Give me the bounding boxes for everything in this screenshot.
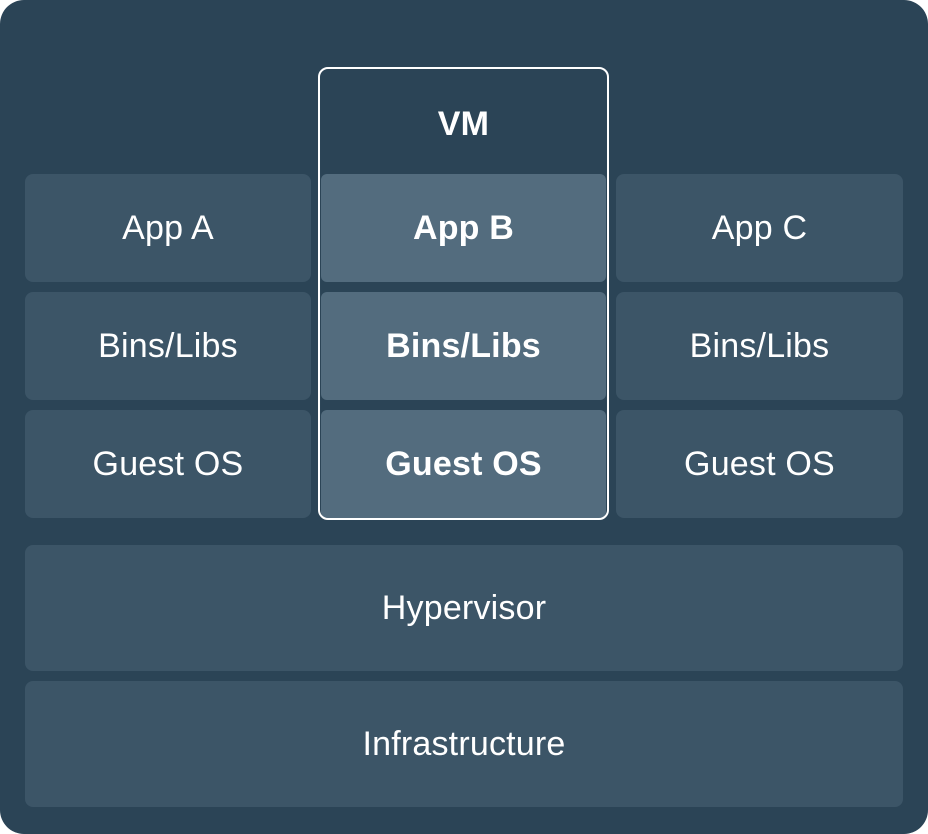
block-infrastructure[interactable]: Infrastructure (25, 681, 903, 807)
block-guest-os-a[interactable]: Guest OS (25, 410, 311, 518)
vm-label: VM (321, 80, 606, 168)
block-hypervisor-label: Hypervisor (381, 589, 547, 627)
block-app-a[interactable]: App A (25, 174, 311, 282)
vm-label-text: VM (437, 105, 490, 143)
block-guest-os-c[interactable]: Guest OS (616, 410, 903, 518)
block-app-b[interactable]: App B (321, 174, 606, 282)
block-guest-os-b-label: Guest OS (385, 445, 542, 483)
block-app-a-label: App A (122, 209, 214, 247)
block-bins-libs-c-label: Bins/Libs (689, 327, 830, 365)
block-app-c-label: App C (711, 209, 808, 247)
block-infrastructure-label: Infrastructure (362, 725, 566, 763)
block-bins-libs-c[interactable]: Bins/Libs (616, 292, 903, 400)
block-app-b-label: App B (412, 209, 515, 247)
block-bins-libs-a-label: Bins/Libs (98, 327, 238, 365)
block-guest-os-c-label: Guest OS (684, 445, 835, 483)
block-guest-os-a-label: Guest OS (92, 445, 244, 483)
block-guest-os-b[interactable]: Guest OS (321, 410, 606, 518)
block-bins-libs-b-label: Bins/Libs (386, 327, 541, 365)
block-bins-libs-b[interactable]: Bins/Libs (321, 292, 606, 400)
block-app-c[interactable]: App C (616, 174, 903, 282)
block-hypervisor[interactable]: Hypervisor (25, 545, 903, 671)
block-bins-libs-a[interactable]: Bins/Libs (25, 292, 311, 400)
